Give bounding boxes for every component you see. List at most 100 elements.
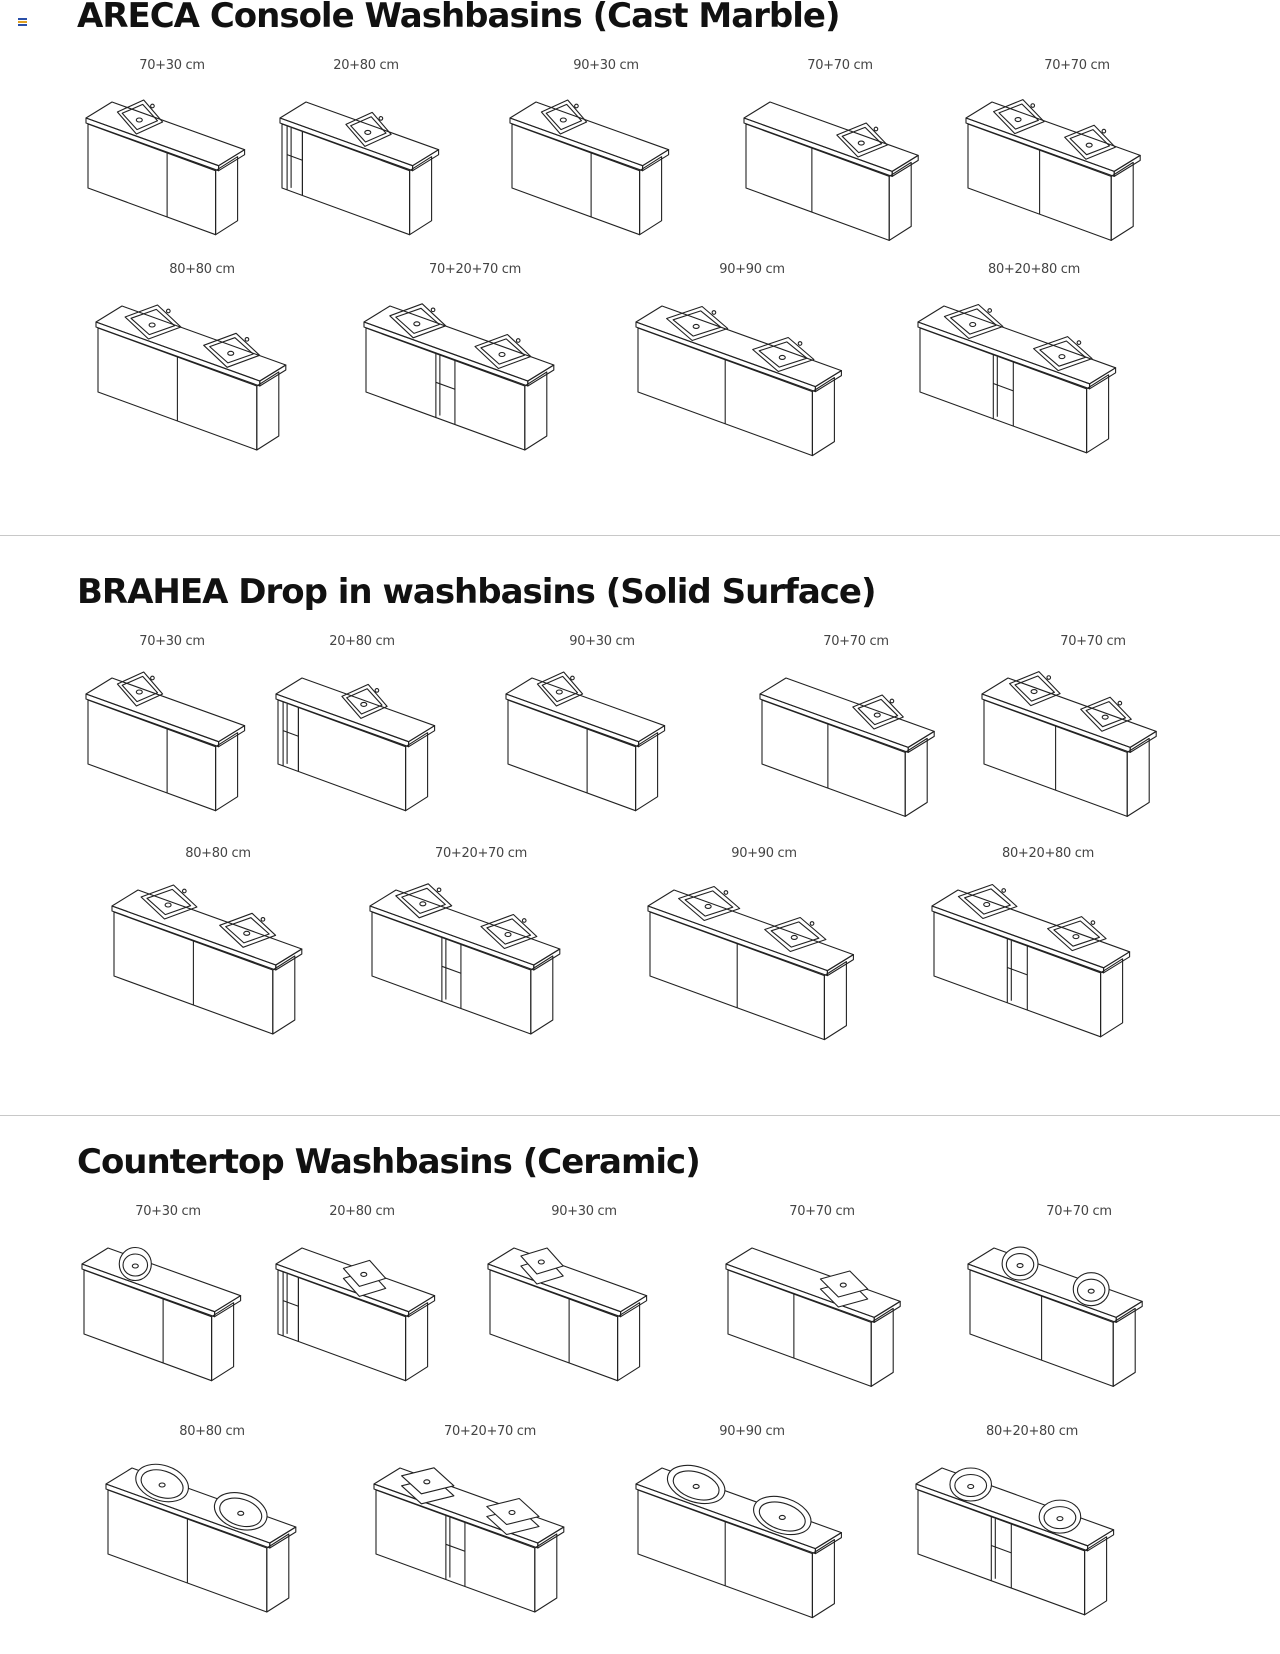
dimension-label: 80+80 cm <box>169 262 235 277</box>
product-item[interactable]: 20+80 cm <box>276 58 456 258</box>
product-item[interactable]: 90+30 cm <box>502 634 702 834</box>
cabinet-front <box>762 700 905 816</box>
dimension-label: 70+20+70 cm <box>428 262 522 277</box>
dimension-label: 80+20+80 cm <box>987 262 1081 277</box>
drain-hole <box>1017 1264 1023 1268</box>
bowl-inner <box>1006 1254 1033 1276</box>
dimension-label: 80+20+80 cm <box>985 1424 1079 1439</box>
product-item[interactable]: 80+20+80 cm <box>928 846 1168 1066</box>
product-item[interactable]: 90+90 cm <box>632 262 872 482</box>
dimension-label: 70+70 cm <box>1060 634 1126 649</box>
tap-hole <box>151 676 155 680</box>
product-item[interactable]: 90+30 cm <box>506 58 706 258</box>
basin-rim <box>117 672 162 706</box>
shelf-board <box>446 1544 465 1551</box>
basin-rim <box>994 100 1045 134</box>
product-item[interactable]: 90+30 cm <box>484 1204 684 1404</box>
product-item[interactable]: 70+70 cm <box>962 58 1192 258</box>
countertop-edge <box>506 694 639 747</box>
tap-hole <box>575 104 579 108</box>
countertop-surface <box>648 890 853 971</box>
product-item[interactable]: 80+80 cm <box>108 846 328 1066</box>
drain-hole <box>365 130 371 134</box>
countertop-surface <box>364 306 554 381</box>
cabinet-side <box>273 956 295 1034</box>
vanity-drawing <box>506 82 686 262</box>
product-item[interactable]: 70+20+70 cm <box>370 1424 610 1644</box>
dimension-label: 70+70 cm <box>823 634 889 649</box>
vanity-drawing <box>102 1448 322 1638</box>
bowl-rim <box>343 1260 385 1286</box>
tap-hole <box>1031 104 1035 108</box>
drain-hole <box>556 690 562 694</box>
countertop-surface <box>968 1248 1142 1317</box>
basin-bowl <box>1070 130 1109 155</box>
countertop-edge <box>86 694 219 747</box>
product-item[interactable]: 70+70 cm <box>978 634 1208 834</box>
drain-hole <box>509 1510 515 1514</box>
drain-hole <box>136 690 142 694</box>
cabinet-side <box>535 1534 557 1612</box>
product-item[interactable]: 70+20+70 cm <box>360 262 590 482</box>
product-item[interactable]: 90+90 cm <box>632 1424 872 1644</box>
product-item[interactable]: 80+80 cm <box>92 262 312 482</box>
product-item[interactable]: 70+70 cm <box>740 58 940 258</box>
drain-hole <box>165 903 171 907</box>
basin-rim <box>837 123 888 157</box>
product-item[interactable]: 80+20+80 cm <box>914 262 1154 482</box>
countertop-surface <box>86 102 245 166</box>
cabinet-side <box>640 157 662 235</box>
product-item[interactable]: 80+20+80 cm <box>912 1424 1152 1644</box>
drain-hole <box>499 352 505 356</box>
cabinet-side <box>812 1540 834 1618</box>
product-item[interactable]: 70+70 cm <box>722 1204 922 1404</box>
drain-hole <box>693 1484 699 1488</box>
basin-bowl <box>759 342 807 367</box>
drain-hole <box>132 1264 138 1268</box>
product-item[interactable]: 70+20+70 cm <box>366 846 596 1066</box>
basin-bowl <box>122 104 157 129</box>
countertop-surface <box>916 1468 1114 1546</box>
tap-hole <box>571 676 575 680</box>
product-item[interactable]: 70+30 cm <box>82 58 262 258</box>
dimension-label: 70+30 cm <box>139 58 205 73</box>
cabinet-side <box>267 1534 289 1612</box>
basin-rim <box>667 307 728 341</box>
section-title: Countertop Washbasins (Ceramic) <box>77 1142 701 1182</box>
dimension-label: 80+80 cm <box>185 846 251 861</box>
dimension-label: 80+80 cm <box>179 1424 245 1439</box>
vanity-drawing <box>928 870 1158 1060</box>
vanity-drawing <box>272 658 452 838</box>
basin-rim <box>853 695 904 729</box>
product-item[interactable]: 70+70 cm <box>756 634 956 834</box>
product-item[interactable]: 80+80 cm <box>102 1424 322 1644</box>
product-item[interactable]: 20+80 cm <box>272 634 452 834</box>
vanity-drawing <box>272 1228 452 1408</box>
dimension-label: 20+80 cm <box>333 58 399 73</box>
vanity-drawing <box>484 1228 664 1408</box>
basin-rim <box>220 913 276 947</box>
countertop-surface <box>82 1248 241 1312</box>
product-item[interactable]: 20+80 cm <box>272 1204 452 1404</box>
basin-rim <box>1048 917 1107 951</box>
dimension-label: 90+90 cm <box>719 1424 785 1439</box>
basin-bowl <box>226 918 270 943</box>
product-item[interactable]: 70+30 cm <box>78 1204 258 1404</box>
cabinet-side <box>406 1303 428 1381</box>
countertop-surface <box>106 1468 296 1543</box>
drain-hole <box>1057 1517 1063 1521</box>
product-item[interactable]: 90+90 cm <box>644 846 884 1066</box>
dimension-label: 20+80 cm <box>329 1204 395 1219</box>
basin-rim <box>1081 697 1132 731</box>
tap-hole <box>261 918 265 922</box>
basin-rim <box>1034 337 1093 371</box>
product-item[interactable]: 70+30 cm <box>82 634 262 834</box>
bowl-inner <box>123 1254 148 1276</box>
tap-hole <box>1077 341 1081 345</box>
tap-hole <box>874 127 878 131</box>
product-item[interactable]: 70+70 cm <box>964 1204 1194 1404</box>
basin-bowl <box>487 919 531 944</box>
countertop-surface <box>370 890 560 965</box>
dimension-label: 70+70 cm <box>1046 1204 1112 1219</box>
countertop-surface <box>488 1248 647 1312</box>
